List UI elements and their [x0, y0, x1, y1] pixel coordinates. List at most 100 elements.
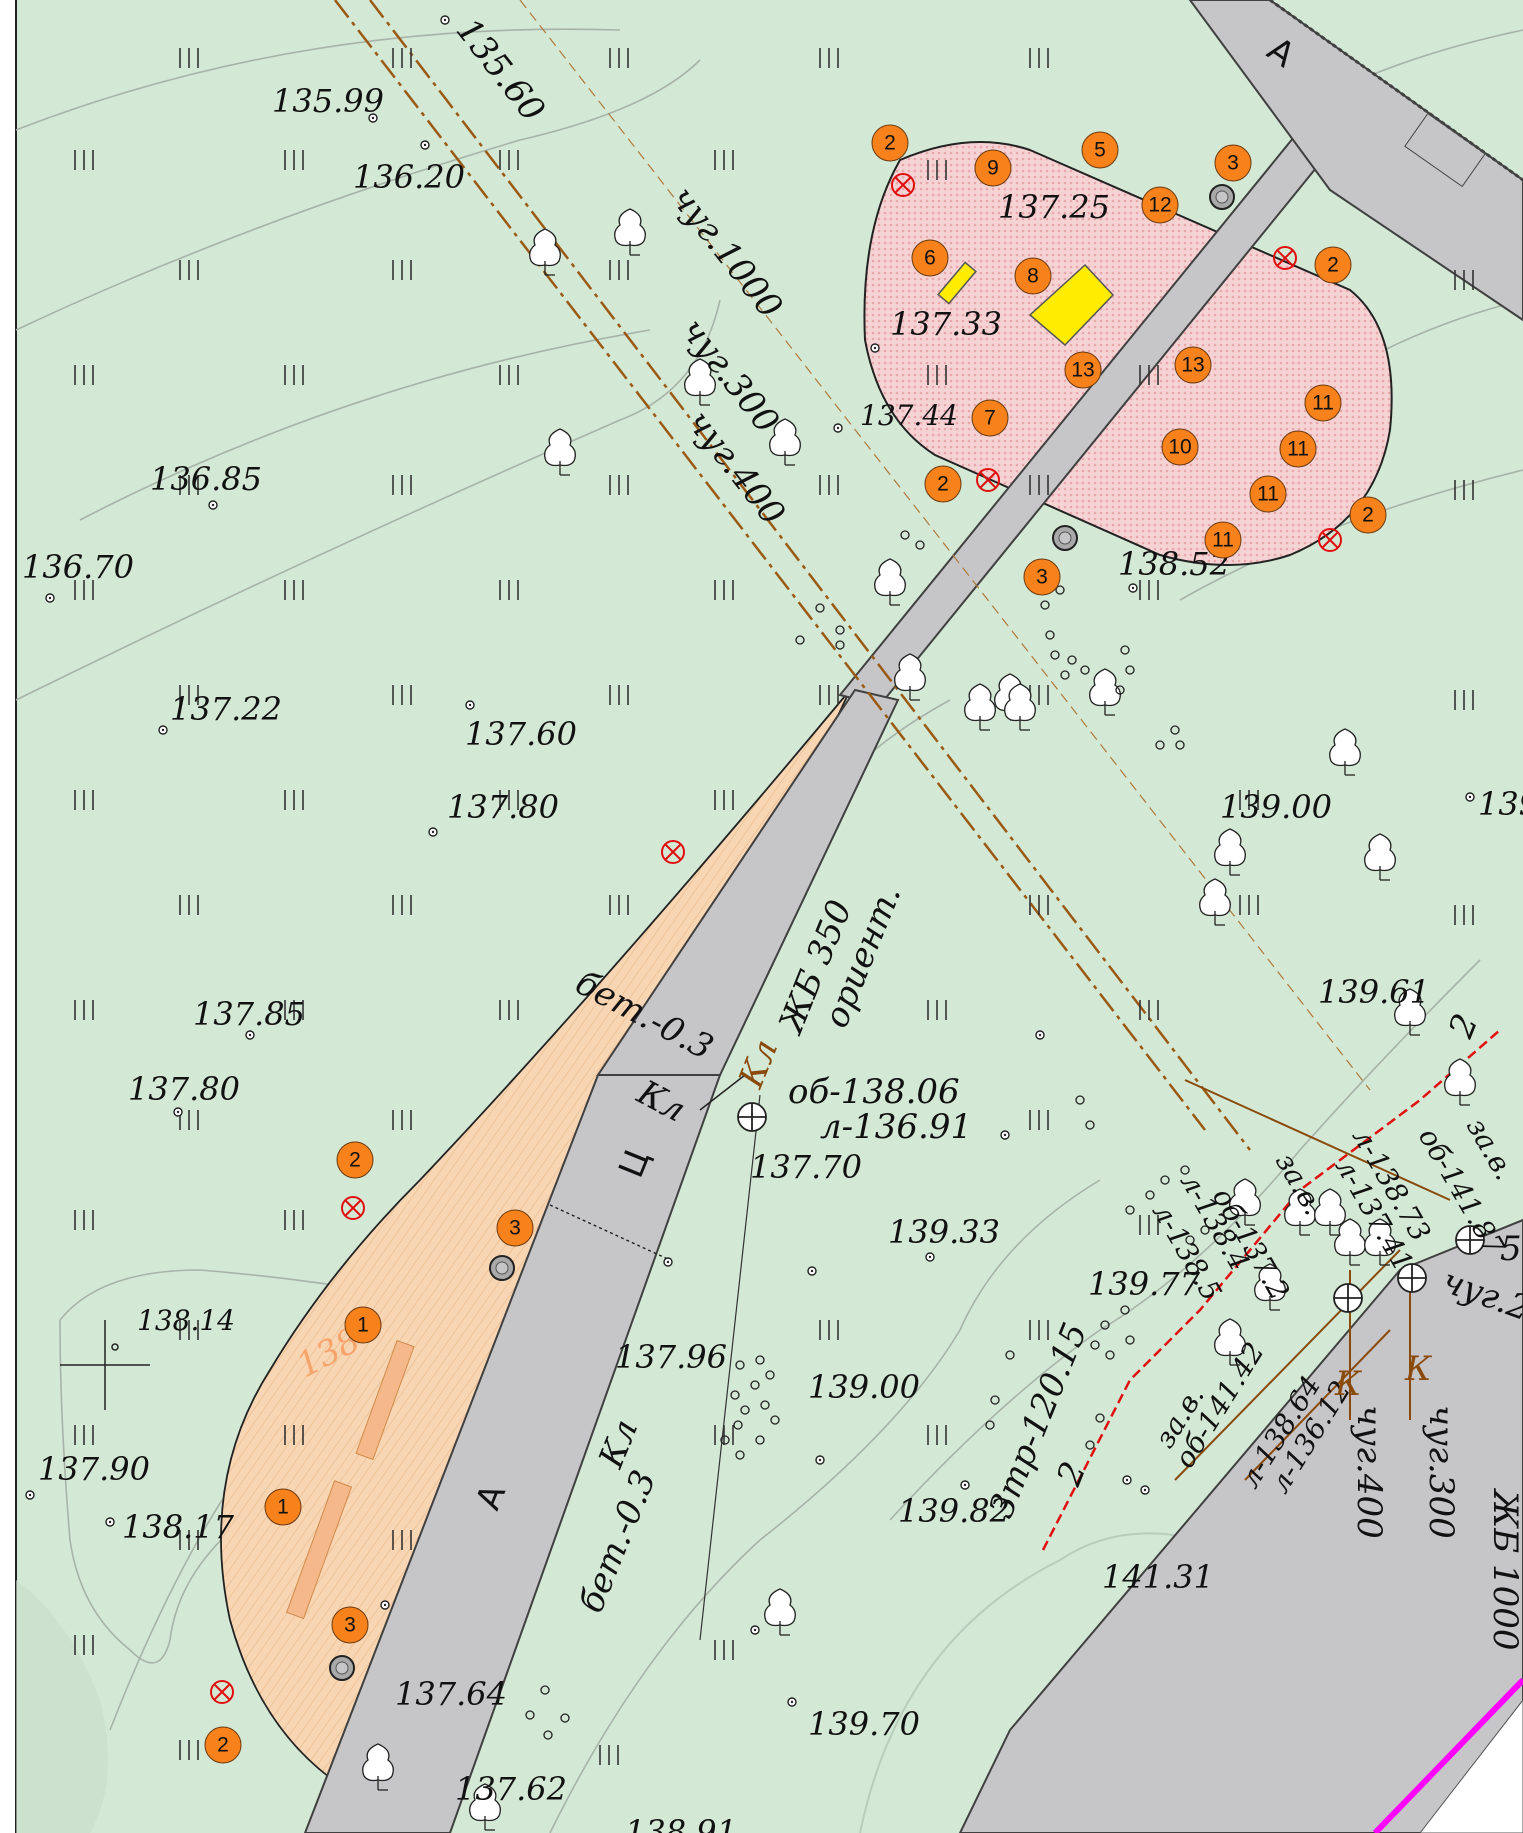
utility-label: 50 — [1500, 1229, 1523, 1269]
elev-label: 136.20 — [353, 158, 465, 196]
small-circle-mark — [1045, 630, 1055, 640]
grass-mark — [74, 1635, 94, 1655]
small-circle-mark — [1125, 1335, 1135, 1345]
grass-mark — [714, 150, 734, 170]
survey-point — [807, 1266, 817, 1276]
grass-mark — [609, 475, 629, 495]
survey-point — [105, 1517, 115, 1527]
badge-label: 1 — [357, 1314, 369, 1337]
tree-icon — [1089, 668, 1121, 716]
grass-mark — [1029, 48, 1049, 68]
grass-mark — [927, 1425, 947, 1445]
small-circle-mark — [1200, 1225, 1210, 1235]
elev-label: 137.64 — [395, 1675, 507, 1713]
survey-point — [663, 1257, 673, 1267]
number-badge: 1 — [344, 1306, 382, 1344]
small-circle-mark — [750, 1380, 760, 1390]
small-circle-mark — [1085, 1120, 1095, 1130]
crossed-marker-icon — [341, 1196, 365, 1220]
badge-label: 7 — [984, 407, 996, 430]
survey-point — [465, 700, 475, 710]
badge-label: 6 — [924, 247, 936, 270]
grass-mark — [1029, 1320, 1049, 1340]
road-bottom-right — [958, 1218, 1523, 1833]
tree-icon — [964, 683, 996, 731]
grass-mark — [179, 895, 199, 915]
small-circle-mark — [755, 1355, 765, 1365]
elev-label: 136.70 — [22, 548, 134, 586]
badge-label: 8 — [1027, 265, 1039, 288]
badge-label: 13 — [1181, 354, 1204, 377]
tree-icon — [684, 358, 716, 406]
survey-point — [1140, 1485, 1150, 1495]
tree-icon — [1334, 1218, 1366, 1266]
grass-mark — [714, 580, 734, 600]
utility-label: чуг.300 — [1421, 1405, 1461, 1539]
elev-label: 139.00 — [808, 1368, 920, 1406]
grass-mark — [179, 475, 199, 495]
grass-mark — [499, 150, 519, 170]
small-circle-mark — [1175, 740, 1185, 750]
well-icon — [1052, 525, 1078, 551]
small-circle-mark — [760, 1400, 770, 1410]
badge-label: 5 — [1094, 139, 1106, 162]
grass-mark — [392, 1530, 412, 1550]
badge-label: 3 — [344, 1614, 356, 1637]
tree-icon — [1364, 1218, 1396, 1266]
grass-mark — [74, 790, 94, 810]
survey-point — [960, 1480, 970, 1490]
elev-label: 139.82 — [898, 1492, 1010, 1530]
number-badge: 3 — [496, 1209, 534, 1247]
number-badge: 3 — [331, 1606, 369, 1644]
grass-mark — [74, 1000, 94, 1020]
small-circle-mark — [1090, 1340, 1100, 1350]
grass-mark — [392, 48, 412, 68]
grass-mark — [74, 150, 94, 170]
survey-point — [1465, 792, 1475, 802]
grass-mark — [609, 895, 629, 915]
badge-label: 2 — [1327, 254, 1339, 277]
number-badge: 11 — [1279, 430, 1317, 468]
utility-label: л-136.91 — [820, 1107, 972, 1147]
number-badge: 8 — [1014, 257, 1052, 295]
crossed-marker-icon — [891, 173, 915, 197]
number-badge: 2 — [924, 465, 962, 503]
grass-mark — [284, 1000, 304, 1020]
survey-point — [428, 827, 438, 837]
number-badge: 5 — [1081, 131, 1119, 169]
crossed-markers — [210, 173, 1342, 1704]
grass-mark — [714, 1640, 734, 1660]
survey-point — [833, 423, 843, 433]
grass-mark — [179, 1530, 199, 1550]
badge-label: 2 — [349, 1149, 361, 1172]
small-circle-mark — [1115, 685, 1125, 695]
elev-label: 137.85 — [193, 995, 305, 1033]
number-badge: 9 — [974, 149, 1012, 187]
grass-mark — [609, 260, 629, 280]
elev-label: 141.31 — [1102, 1558, 1214, 1596]
small-circle-mark — [1040, 600, 1050, 610]
small-circle-mark — [755, 1435, 765, 1445]
number-badge: 3 — [1214, 144, 1252, 182]
small-circle-mark — [740, 1405, 750, 1415]
grass-mark — [284, 1425, 304, 1445]
roads — [303, 0, 1523, 1833]
small-circle-mark — [1185, 1235, 1195, 1245]
well-icon — [329, 1655, 355, 1681]
tree-icon — [1229, 1178, 1261, 1226]
grass-mark — [1029, 1110, 1049, 1130]
survey-point — [787, 1697, 797, 1707]
grass-marks — [74, 48, 1474, 1765]
elev-label: 139.70 — [808, 1705, 920, 1743]
tree-icon — [614, 208, 646, 256]
small-circle-mark — [1145, 1190, 1155, 1200]
elev-label: 137.44 — [860, 399, 958, 432]
small-circle-mark — [1120, 645, 1130, 655]
grass-mark — [1454, 905, 1474, 925]
survey-point — [870, 343, 880, 353]
manhole-icon — [1397, 1263, 1427, 1293]
crossed-marker-icon — [661, 840, 685, 864]
trees — [362, 208, 1476, 1831]
